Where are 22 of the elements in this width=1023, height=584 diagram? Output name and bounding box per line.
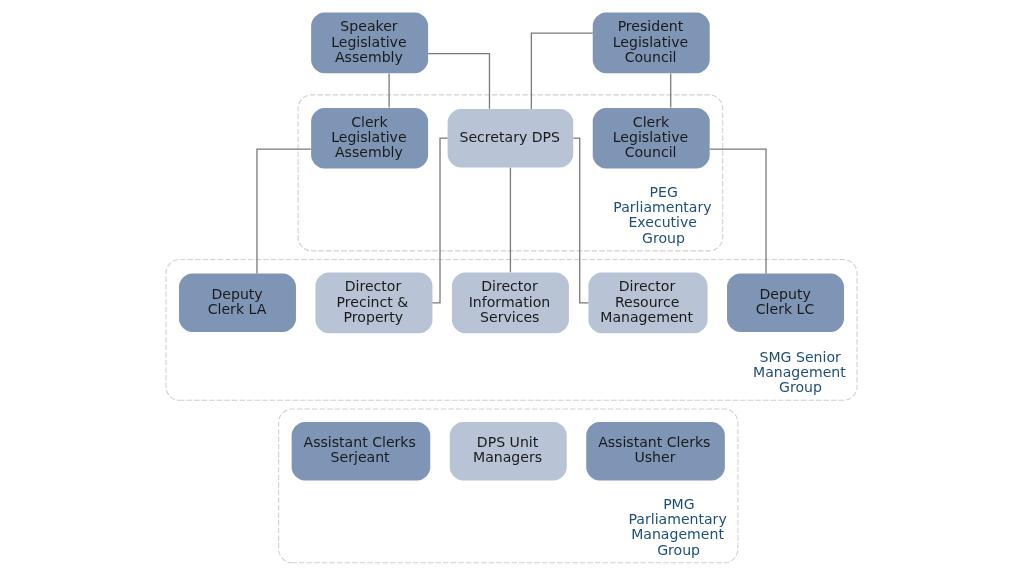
connector: [530, 32, 594, 110]
node-box: President Legislative Council: [592, 12, 710, 74]
node-box: Clerk Legislative Council: [592, 107, 710, 169]
connector: [709, 148, 767, 275]
node-box: Director Precinct & Property: [315, 272, 433, 334]
connector: [509, 167, 512, 273]
node-box: Assistant Clerks Serjeant: [291, 421, 431, 481]
node-box: Director Information Services: [451, 272, 569, 334]
connector: [427, 53, 491, 110]
connector: [572, 137, 590, 304]
node-box: Assistant Clerks Usher: [586, 421, 725, 481]
connector: [388, 72, 390, 109]
connector: [431, 137, 449, 304]
connector: [256, 148, 312, 275]
node-box: Director Resource Management: [588, 272, 708, 334]
node-box: DPS Unit Managers: [449, 421, 567, 481]
node-box: Speaker Legislative Assembly: [311, 12, 429, 74]
node-box: Clerk Legislative Assembly: [311, 107, 429, 169]
node-box: Secretary DPS: [447, 108, 574, 168]
connector: [670, 72, 672, 109]
node-box: Deputy Clerk LA: [179, 273, 296, 333]
node-box: Deputy Clerk LC: [727, 273, 844, 333]
